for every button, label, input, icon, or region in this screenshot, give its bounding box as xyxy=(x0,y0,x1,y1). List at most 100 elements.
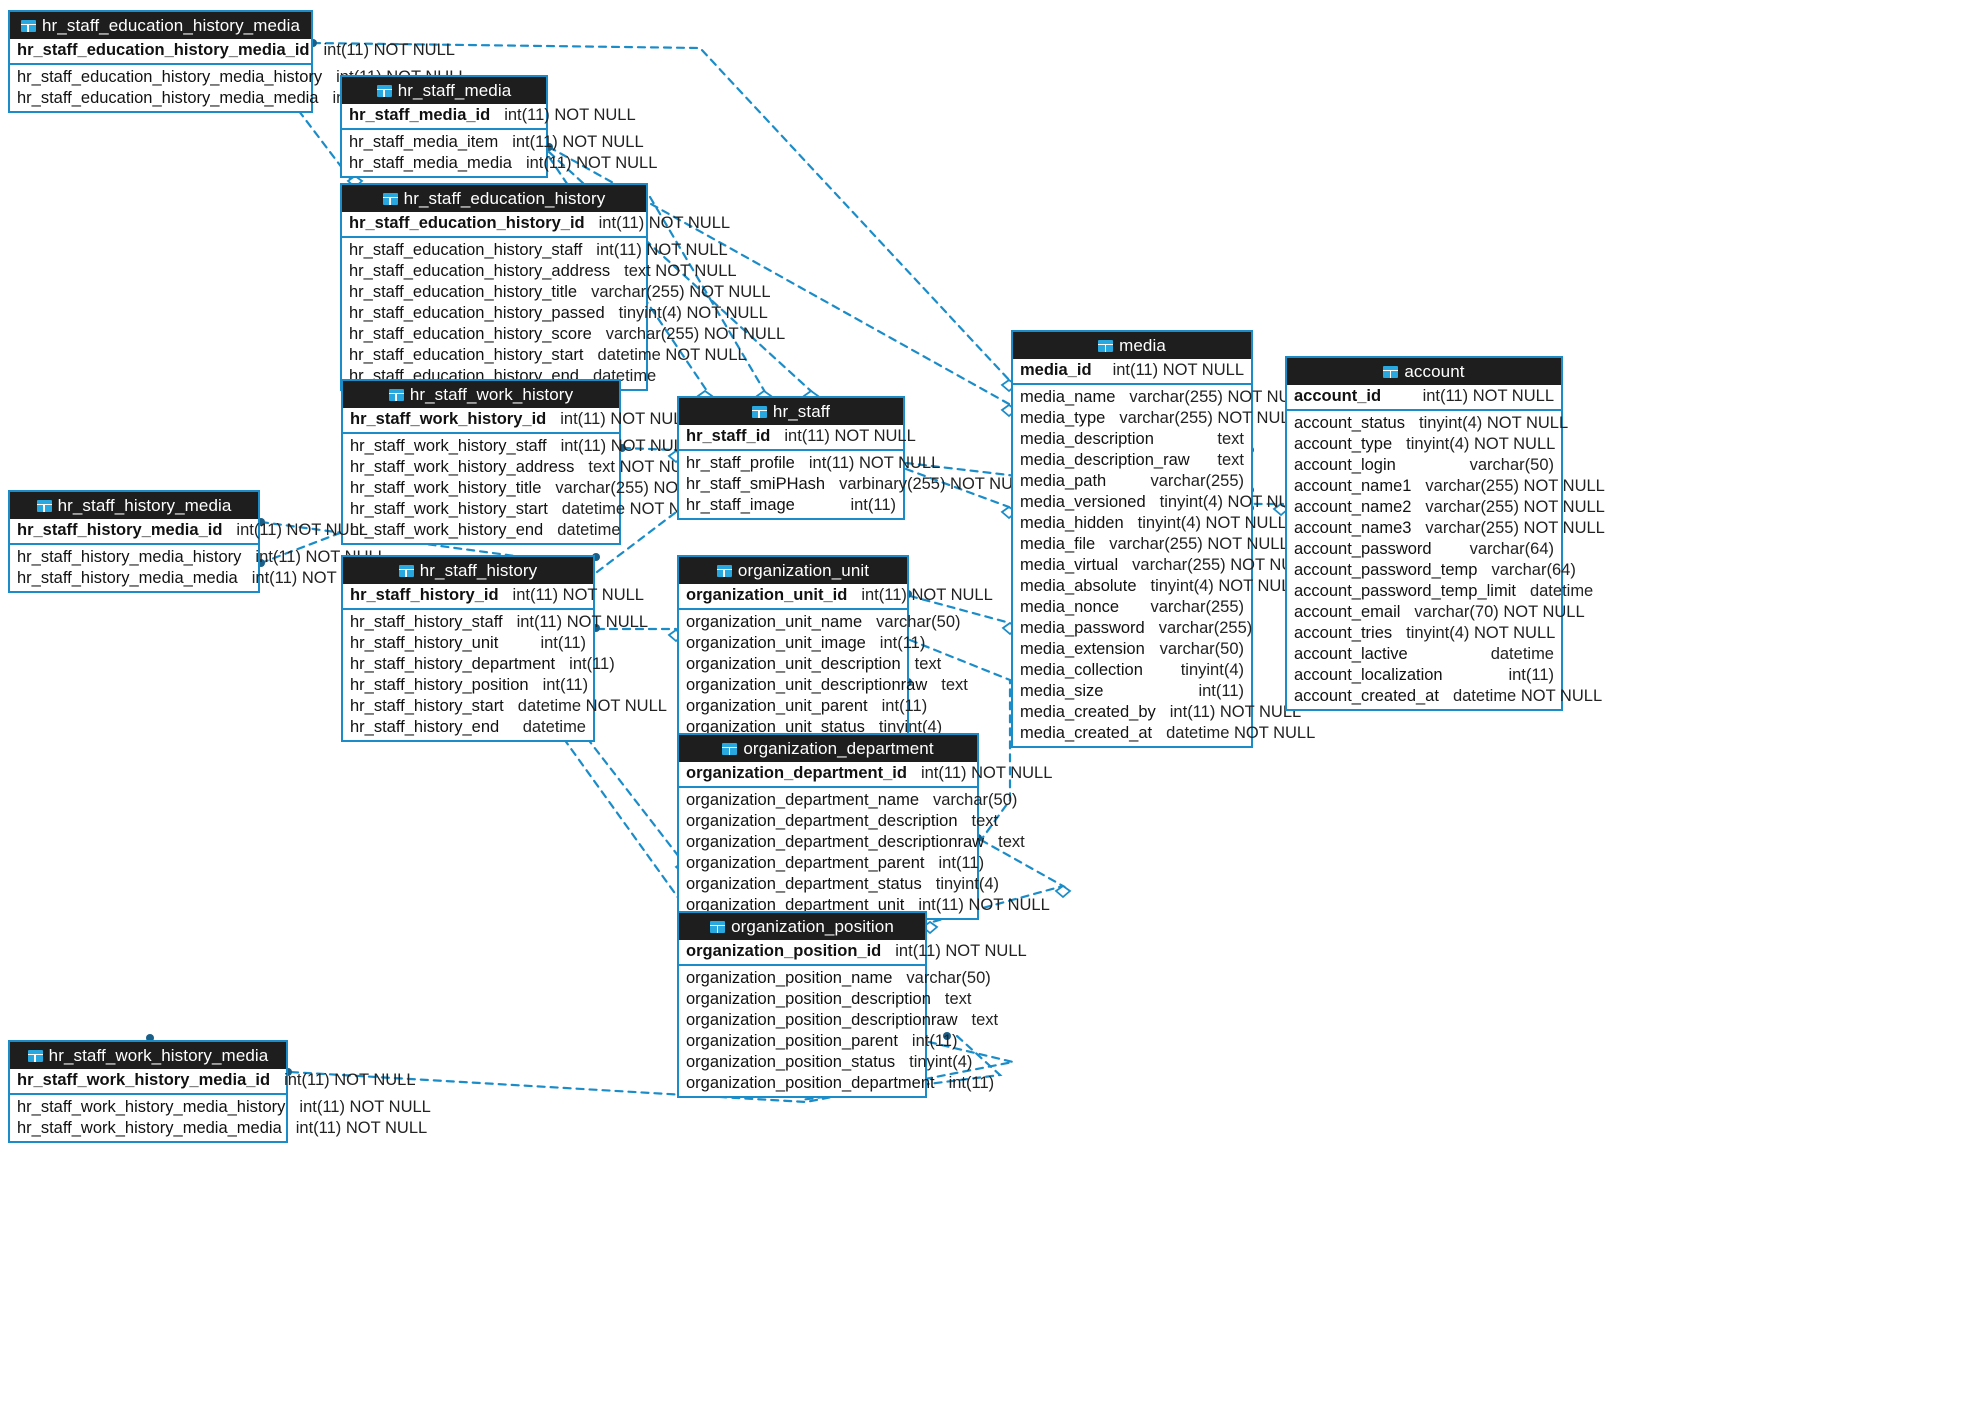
table-header-hr_staff_education_history[interactable]: hr_staff_education_history xyxy=(342,185,646,212)
table-header-hr_staff[interactable]: hr_staff xyxy=(679,398,903,425)
table-header-hr_staff_history_media[interactable]: hr_staff_history_media xyxy=(10,492,258,519)
table-header-hr_staff_work_history[interactable]: hr_staff_work_history xyxy=(343,381,619,408)
table-header-hr_staff_media[interactable]: hr_staff_media xyxy=(342,77,546,104)
table-header-account[interactable]: account xyxy=(1287,358,1561,385)
table-header-organization_position[interactable]: organization_position xyxy=(679,913,925,940)
column-row[interactable]: hr_staff_education_history_media_history… xyxy=(10,67,468,88)
table-header-media[interactable]: media xyxy=(1013,332,1251,359)
column-row[interactable]: hr_staff_education_history_media_mediain… xyxy=(10,88,464,109)
table-header-hr_staff_history[interactable]: hr_staff_history xyxy=(343,557,593,584)
table-header-organization_department[interactable]: organization_department xyxy=(679,735,977,762)
table-header-organization_unit[interactable]: organization_unit xyxy=(679,557,907,584)
